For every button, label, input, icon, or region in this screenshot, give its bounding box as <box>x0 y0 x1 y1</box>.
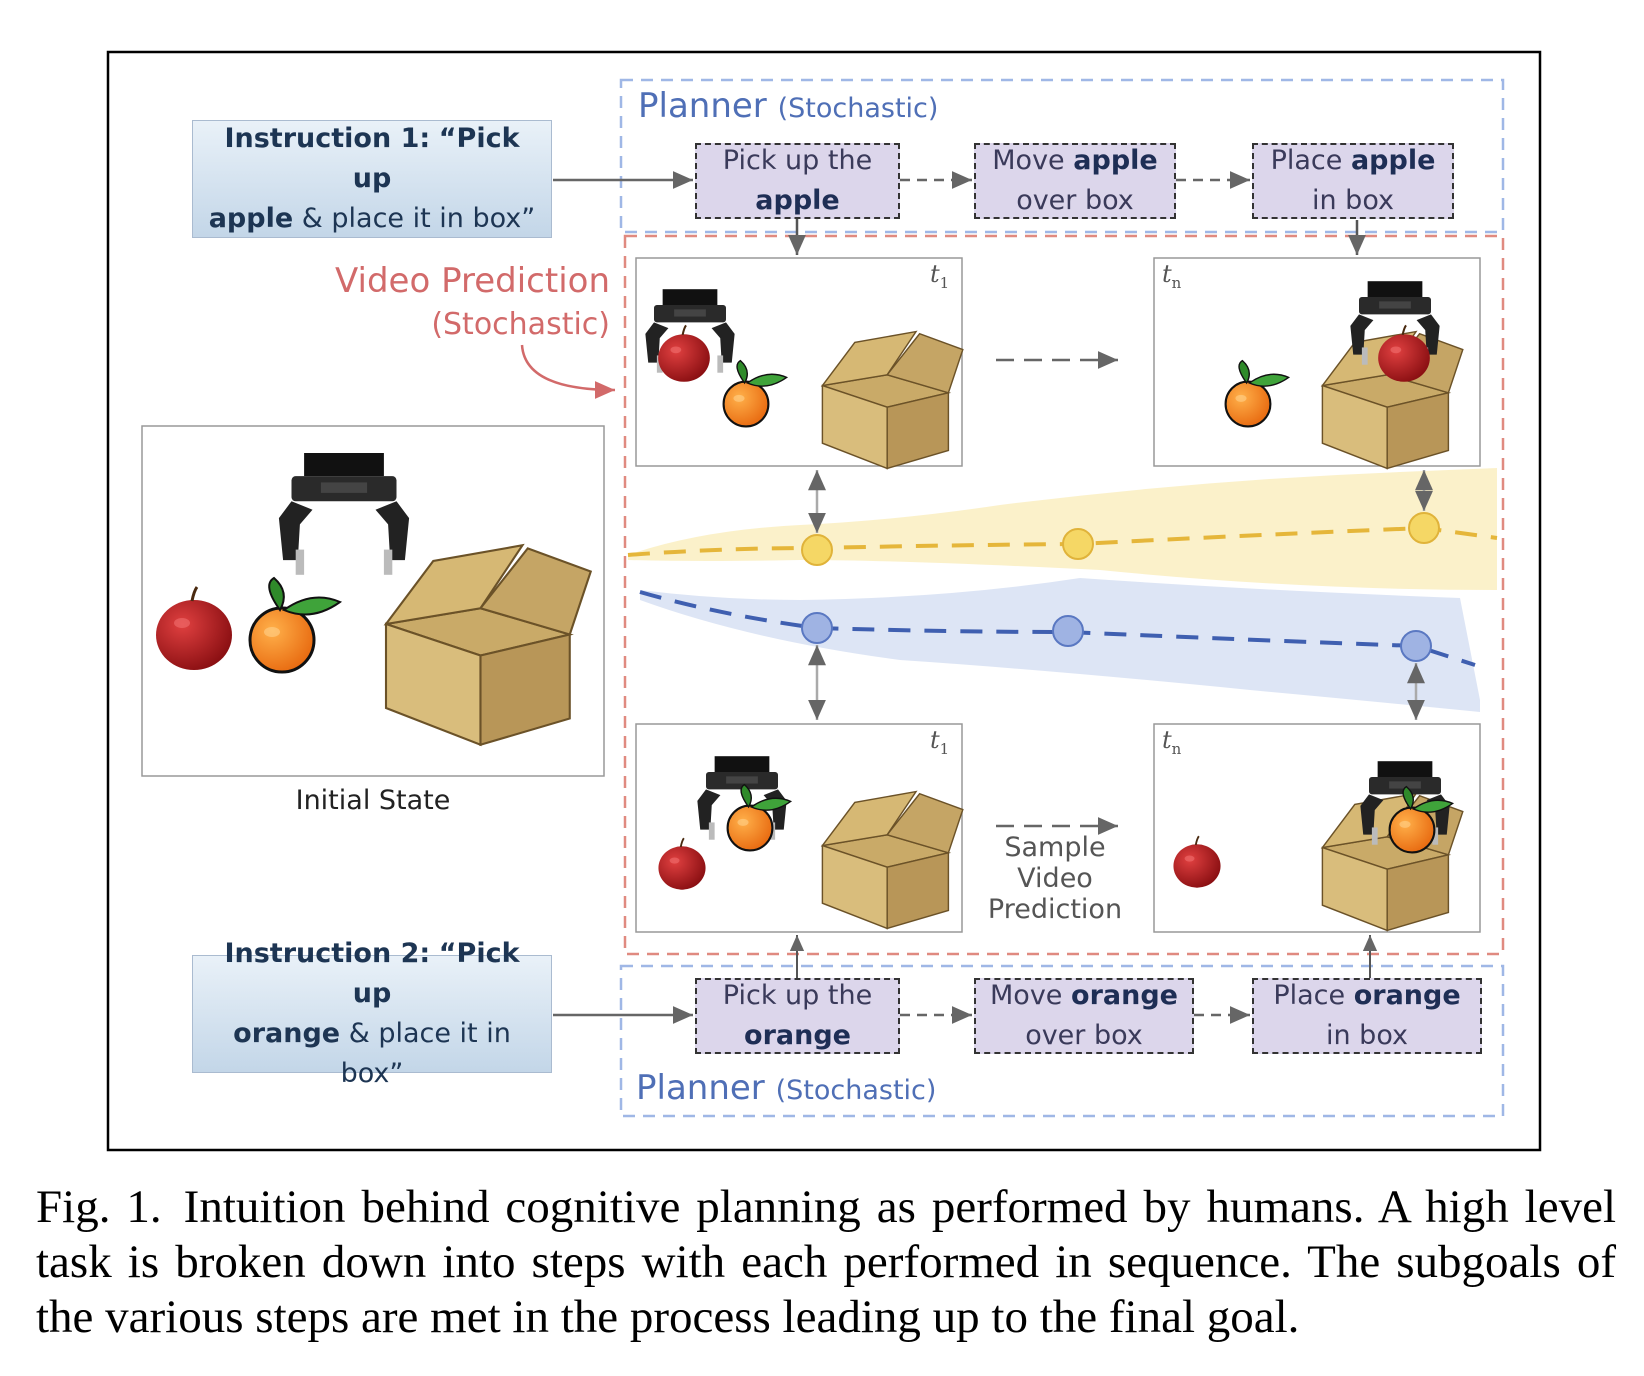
blue-point-3 <box>1400 630 1432 662</box>
planner-top-title: Planner (Stochastic) <box>638 86 938 126</box>
planner-top-title-text: Planner <box>638 86 767 126</box>
figure-caption: Fig. 1.Intuition behind cognitive planni… <box>36 1180 1616 1345</box>
step-bottom-place-line2: in box <box>1325 1020 1408 1051</box>
time-label-bottom-t1: t1 <box>930 726 950 758</box>
initial-state-label: Initial State <box>295 785 451 816</box>
instruction-1-object: apple <box>208 203 294 234</box>
step-top-move-verb: Move <box>992 145 1074 176</box>
yellow-trajectory-line <box>627 525 1498 557</box>
step-bottom-place: Place orange in box <box>1252 978 1482 1054</box>
step-top-move: Move apple over box <box>974 143 1176 219</box>
step-top-pick-line1: Pick up the <box>722 145 873 176</box>
step-bottom-move-object: orange <box>1071 980 1178 1011</box>
step-top-move-object: apple <box>1073 145 1158 176</box>
video-prediction-pointer <box>520 344 616 399</box>
instruction-2-box: Instruction 2: “Pick up orange & place i… <box>192 938 552 1089</box>
step-bottom-place-verb: Place <box>1273 980 1354 1011</box>
planner-bottom-qualifier: (Stochastic) <box>775 1075 937 1106</box>
planner-top-region <box>619 78 1505 234</box>
instruction-1-quote: “Pick up <box>352 123 520 194</box>
step-top-place-verb: Place <box>1270 145 1351 176</box>
sample-video-prediction-label: Sample Video Prediction <box>965 832 1145 925</box>
step-bottom-move: Move orange over box <box>974 978 1194 1054</box>
yellow-point-1 <box>801 534 833 566</box>
planner-bottom-title-text: Planner <box>636 1068 765 1108</box>
sample-label-line1: Sample <box>1004 832 1106 863</box>
planner-bottom-region <box>619 964 1505 1118</box>
sample-label-line2: Video <box>1017 863 1093 894</box>
instruction-1-prefix: Instruction 1: <box>224 123 431 154</box>
instruction-2-prefix: Instruction 2: <box>224 938 431 969</box>
step-bottom-move-verb: Move <box>990 980 1072 1011</box>
instruction-2-object: orange <box>233 1018 341 1049</box>
caption-label: Fig. 1. <box>36 1181 162 1233</box>
caption-text: Intuition behind cognitive planning as p… <box>36 1181 1617 1343</box>
step-bottom-pick-object: orange <box>744 1020 851 1051</box>
step-top-move-line2: over box <box>1016 185 1134 216</box>
step-bottom-pick-line1: Pick up the <box>722 980 873 1011</box>
time-label-top-t1: t1 <box>930 260 950 292</box>
outer-frame <box>106 50 1542 1152</box>
blue-trajectory-line <box>639 590 1476 667</box>
step-bottom-place-object: orange <box>1353 980 1461 1011</box>
blue-trajectory-band <box>640 578 1480 712</box>
video-prediction-qualifier: (Stochastic) <box>431 307 610 342</box>
blue-point-2 <box>1052 615 1084 647</box>
instruction-2-rest: & place it in box” <box>340 1018 511 1089</box>
time-label-top-tn: tn <box>1162 260 1182 292</box>
instruction-2-quote: “Pick up <box>352 938 520 1009</box>
step-top-place: Place apple in box <box>1252 143 1454 219</box>
yellow-trajectory-band <box>628 468 1497 590</box>
step-top-place-object: apple <box>1350 145 1436 176</box>
yellow-point-2 <box>1062 528 1094 560</box>
instruction-1-box: Instruction 1: “Pick up apple & place it… <box>192 120 552 238</box>
step-bottom-move-line2: over box <box>1025 1020 1143 1051</box>
sample-label-line3: Prediction <box>987 894 1123 925</box>
video-prediction-title: Video Prediction <box>335 261 610 301</box>
step-bottom-pick: Pick up the orange <box>695 978 900 1054</box>
step-top-pick: Pick up the apple <box>695 143 900 219</box>
planner-bottom-title: Planner (Stochastic) <box>636 1068 936 1108</box>
blue-point-1 <box>801 612 833 644</box>
instruction-1-rest: & place it in box” <box>301 203 536 234</box>
step-top-pick-object: apple <box>755 185 840 216</box>
step-top-place-line2: in box <box>1311 185 1394 216</box>
time-label-bottom-tn: tn <box>1162 726 1182 758</box>
video-prediction-label: Video Prediction (Stochastic) <box>300 258 610 346</box>
planner-top-qualifier: (Stochastic) <box>777 93 939 124</box>
yellow-point-3 <box>1408 512 1440 544</box>
